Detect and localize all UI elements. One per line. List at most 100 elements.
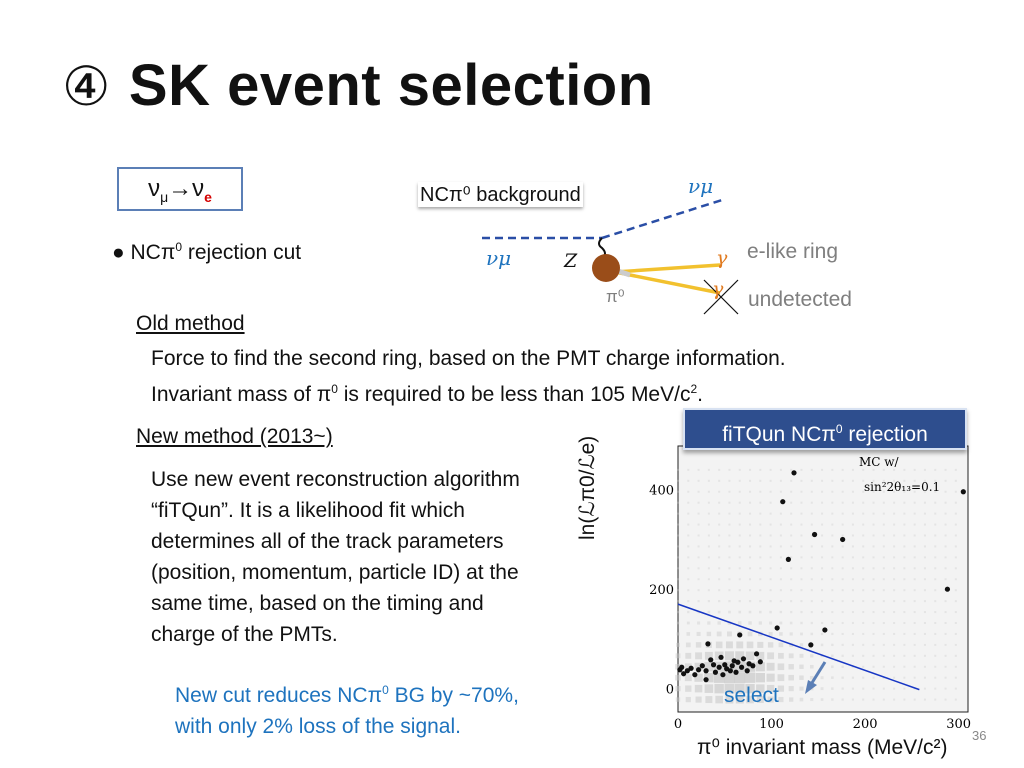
histogram-box <box>759 589 762 592</box>
data-point <box>695 667 702 673</box>
new-method-heading: New method (2013~) <box>136 425 333 448</box>
histogram-box <box>766 673 775 682</box>
histogram-box <box>728 567 731 570</box>
histogram-box <box>893 611 896 614</box>
histogram-box <box>718 556 721 559</box>
histogram-box <box>779 567 782 570</box>
histogram-box <box>800 610 803 614</box>
data-point <box>716 664 722 670</box>
histogram-box <box>872 654 875 657</box>
histogram-box <box>695 642 702 648</box>
histogram-box <box>954 589 957 592</box>
histogram-box <box>726 631 732 637</box>
histogram-box <box>841 589 844 592</box>
histogram-box <box>862 523 865 526</box>
data-point <box>735 659 741 665</box>
histogram-box <box>882 589 885 592</box>
histogram-box <box>841 643 844 646</box>
data-point <box>681 671 687 677</box>
histogram-box <box>820 676 824 680</box>
histogram-box <box>749 545 752 548</box>
histogram-box <box>882 622 885 625</box>
histogram-box <box>913 534 916 537</box>
histogram-box <box>954 501 957 504</box>
histogram-box <box>718 490 721 493</box>
histogram-box <box>790 545 793 548</box>
histogram-box <box>790 589 793 592</box>
histogram-box <box>738 621 742 625</box>
histogram-box <box>913 611 916 614</box>
histogram-box <box>821 501 824 504</box>
histogram-box <box>862 589 865 592</box>
gamma2-label: γ <box>712 278 724 300</box>
histogram-box <box>697 600 700 603</box>
histogram-box <box>820 632 824 636</box>
histogram-box <box>718 578 721 581</box>
histogram-box <box>841 556 844 559</box>
histogram-box <box>934 643 937 646</box>
histogram-box <box>697 468 700 471</box>
histogram-box <box>882 468 885 471</box>
histogram-box <box>903 676 906 679</box>
histogram-box <box>757 641 764 648</box>
histogram-box <box>882 534 885 537</box>
histogram-box <box>944 545 947 548</box>
histogram-box <box>903 600 906 603</box>
histogram-box <box>800 589 803 592</box>
histogram-box <box>687 567 690 570</box>
histogram-box <box>705 696 713 704</box>
histogram-box <box>687 578 690 581</box>
histogram-box <box>872 632 875 635</box>
histogram-box <box>954 578 957 581</box>
histogram-box <box>704 684 714 693</box>
histogram-box <box>954 468 957 471</box>
histogram-box <box>675 642 681 647</box>
histogram-box <box>913 654 916 657</box>
histogram-box <box>893 632 896 635</box>
histogram-box <box>821 534 824 537</box>
histogram-box <box>718 468 721 471</box>
histogram-box <box>903 698 906 701</box>
histogram-box <box>675 686 681 692</box>
histogram-box <box>707 610 711 614</box>
histogram-box <box>903 523 906 526</box>
histogram-box <box>831 676 834 679</box>
histogram-box <box>714 683 724 694</box>
histogram-box <box>707 490 710 493</box>
histogram-box <box>913 468 916 471</box>
histogram-box <box>767 652 775 660</box>
cut-line <box>677 603 920 691</box>
histogram-box <box>759 600 762 603</box>
histogram-box <box>697 479 700 482</box>
histogram-box <box>810 600 813 603</box>
histogram-box <box>882 479 885 482</box>
histogram-box <box>923 578 926 581</box>
histogram-box <box>810 567 813 570</box>
histogram-box <box>728 600 731 603</box>
histogram-box <box>778 696 784 703</box>
histogram-box <box>923 589 926 592</box>
data-point <box>712 669 719 675</box>
histogram-box <box>934 611 937 614</box>
x-tick-label: 0 <box>674 717 682 732</box>
bullet-sup: 0 <box>175 240 183 254</box>
histogram-box <box>872 534 875 537</box>
histogram-box <box>944 687 947 690</box>
histogram-box <box>755 673 765 683</box>
histogram-box <box>944 490 947 493</box>
nc-pi0-background-label: NCπ⁰ background <box>418 182 583 207</box>
histogram-box <box>777 685 785 692</box>
histogram-box <box>759 479 762 482</box>
data-point <box>718 654 724 660</box>
histogram-box <box>841 578 844 581</box>
histogram-box <box>820 698 824 701</box>
histogram-box <box>769 610 772 614</box>
histogram-box <box>831 534 834 537</box>
cross-line-2 <box>703 279 739 315</box>
conclusion-pre: New cut reduces NCπ <box>175 684 383 707</box>
histogram-box <box>749 468 752 471</box>
histogram-box <box>851 676 855 679</box>
histogram-box <box>872 698 875 701</box>
histogram-box <box>687 556 690 559</box>
histogram-box <box>769 501 772 504</box>
